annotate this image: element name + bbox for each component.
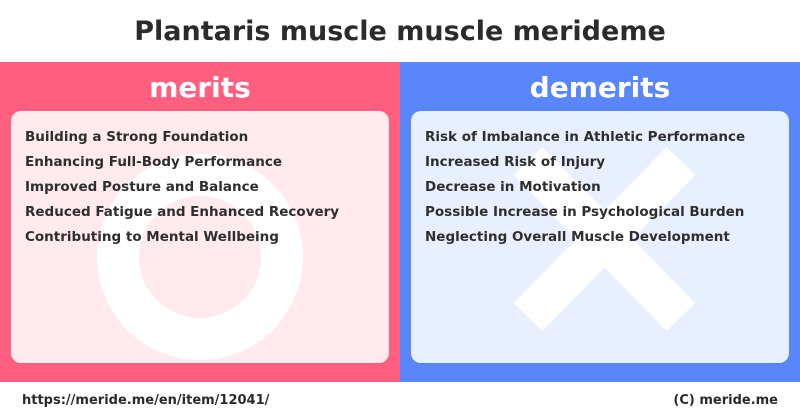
demerits-header: demerits <box>529 70 671 104</box>
merit-item: Enhancing Full-Body Performance <box>25 154 282 170</box>
demerit-item: Increased Risk of Injury <box>425 154 606 170</box>
merit-item: Reduced Fatigue and Enhanced Recovery <box>25 204 340 220</box>
footer-url[interactable]: https://meride.me/en/item/12041/ <box>22 392 270 408</box>
demerit-item: Possible Increase in Psychological Burde… <box>425 204 745 220</box>
demerit-item: Risk of Imbalance in Athletic Performanc… <box>425 129 746 145</box>
cross-icon <box>513 146 696 332</box>
merit-item: Building a Strong Foundation <box>25 129 249 145</box>
footer: https://meride.me/en/item/12041/ (C) mer… <box>0 382 800 418</box>
demerits-panel: demerits Risk of Imbalance in Athletic P… <box>400 62 800 382</box>
demerits-list: Risk of Imbalance in Athletic Performanc… <box>425 125 745 250</box>
page-title: Plantaris muscle muscle merideme <box>134 15 666 47</box>
merits-list: Building a Strong Foundation Enhancing F… <box>25 125 339 250</box>
footer-copyright: (C) meride.me <box>673 392 778 408</box>
merits-card: Building a Strong Foundation Enhancing F… <box>11 111 389 363</box>
merit-item: Improved Posture and Balance <box>25 179 259 195</box>
circle-icon <box>97 154 303 360</box>
demerits-card: Risk of Imbalance in Athletic Performanc… <box>411 111 789 363</box>
merits-panel: merits Building a Strong Foundation Enha… <box>0 62 400 382</box>
demerit-item: Neglecting Overall Muscle Development <box>425 229 730 245</box>
merit-item: Contributing to Mental Wellbeing <box>25 229 279 245</box>
demerit-item: Decrease in Motivation <box>425 179 601 195</box>
merits-header: merits <box>149 70 251 104</box>
